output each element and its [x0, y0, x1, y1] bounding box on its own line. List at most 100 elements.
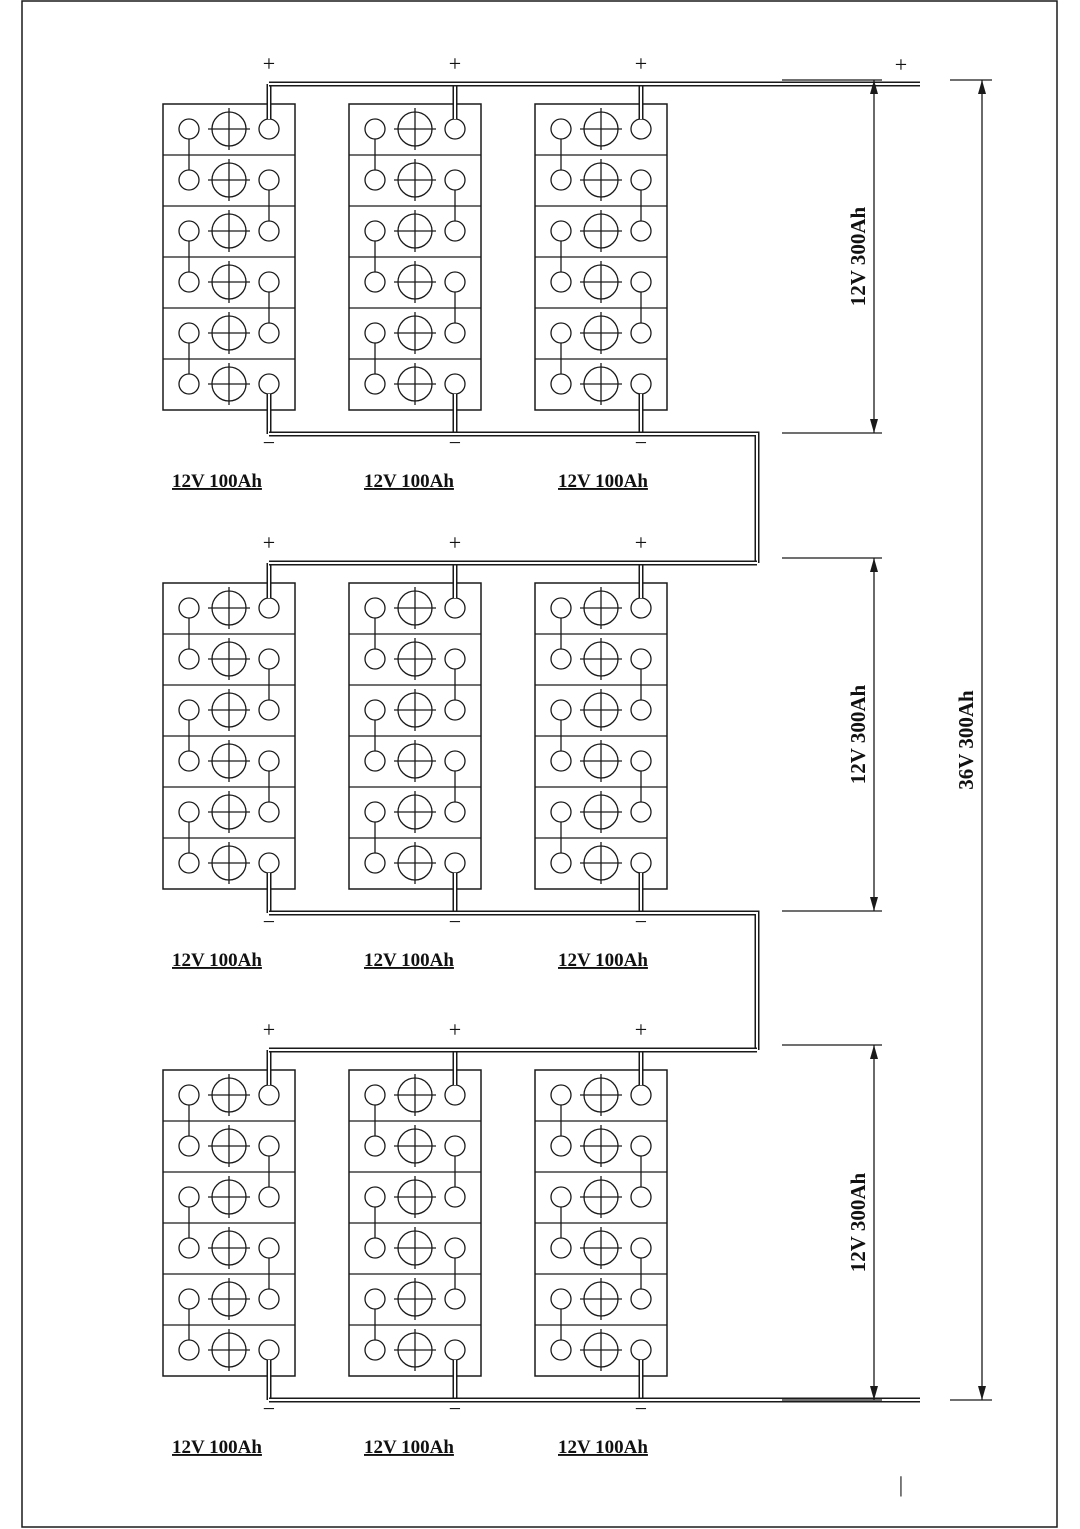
cell-terminal-left — [178, 597, 200, 619]
cell-terminal-right — [630, 1084, 652, 1106]
cell-terminal-right — [444, 852, 466, 874]
arrowhead-up — [978, 80, 986, 94]
cell-terminal-left — [178, 1084, 200, 1106]
cell-terminal-left — [550, 852, 572, 874]
cell-terminal-left — [364, 271, 386, 293]
arrowhead-up — [870, 558, 878, 572]
arrowhead-up — [870, 1045, 878, 1059]
battery-label: 12V 100Ah — [172, 471, 262, 492]
cell-terminal-left — [178, 1339, 200, 1361]
cell-terminal-left — [550, 1186, 572, 1208]
cell-terminal-left — [178, 1135, 200, 1157]
cell-terminal-right — [258, 169, 280, 191]
cell-terminal-right — [444, 322, 466, 344]
cell-terminal-right — [258, 852, 280, 874]
cell-terminal-right — [630, 322, 652, 344]
battery-12v-100ah — [162, 103, 296, 411]
positive-terminal-sign: + — [635, 1017, 647, 1042]
cell-terminal-left — [364, 699, 386, 721]
battery-12v-100ah — [348, 582, 482, 890]
battery-12v-100ah — [534, 582, 668, 890]
cell-terminal-left — [178, 1288, 200, 1310]
cell-terminal-right — [258, 1339, 280, 1361]
cell-terminal-left — [364, 118, 386, 140]
cell-terminal-left — [178, 220, 200, 242]
cell-terminal-right — [258, 699, 280, 721]
series-link — [269, 431, 760, 563]
arrowhead-down — [870, 419, 878, 433]
cell-terminal-right — [258, 1288, 280, 1310]
negative-terminal-sign: − — [635, 430, 647, 455]
cell-terminal-right — [630, 373, 652, 395]
bank-dimension-line — [870, 1045, 878, 1400]
positive-terminal-sign: + — [449, 1017, 461, 1042]
cell-terminal-left — [178, 699, 200, 721]
cell-terminal-left — [550, 220, 572, 242]
cell-terminal-left — [550, 322, 572, 344]
cell-terminal-left — [364, 1186, 386, 1208]
positive-terminal-sign: + — [449, 530, 461, 555]
cell-terminal-right — [258, 648, 280, 670]
battery-12v-100ah — [534, 103, 668, 411]
cell-terminal-left — [178, 750, 200, 772]
cell-terminal-right — [630, 220, 652, 242]
battery-label: 12V 100Ah — [172, 1437, 262, 1458]
batteries-layer — [162, 103, 668, 1377]
battery-12v-100ah — [162, 1069, 296, 1377]
battery-12v-100ah — [162, 582, 296, 890]
positive-terminal-sign: + — [635, 530, 647, 555]
battery-label: 12V 100Ah — [558, 1437, 648, 1458]
cell-terminal-left — [550, 118, 572, 140]
cell-terminal-right — [444, 373, 466, 395]
cell-terminal-right — [444, 1135, 466, 1157]
negative-terminal-sign: − — [449, 1396, 461, 1421]
cell-terminal-left — [550, 801, 572, 823]
cell-terminal-left — [178, 648, 200, 670]
cell-terminal-right — [258, 322, 280, 344]
cell-terminal-left — [550, 597, 572, 619]
cell-terminal-right — [258, 1135, 280, 1157]
cell-terminal-right — [444, 1288, 466, 1310]
cell-terminal-right — [444, 169, 466, 191]
cell-terminal-right — [630, 648, 652, 670]
negative-terminal-sign: − — [635, 1396, 647, 1421]
cell-terminal-right — [444, 220, 466, 242]
negative-terminal-sign: − — [449, 430, 461, 455]
cell-terminal-right — [444, 597, 466, 619]
cell-terminal-right — [258, 801, 280, 823]
battery-label: 12V 100Ah — [558, 471, 648, 492]
cell-terminal-left — [364, 169, 386, 191]
cell-terminal-left — [364, 373, 386, 395]
negative-terminal-sign: − — [635, 909, 647, 934]
cell-terminal-left — [178, 801, 200, 823]
cell-terminal-left — [550, 1339, 572, 1361]
battery-label: 12V 100Ah — [364, 1437, 454, 1458]
bank-voltage-label: 12V 300Ah — [846, 684, 870, 784]
cell-terminal-left — [550, 750, 572, 772]
total-voltage-label: 36V 300Ah — [954, 690, 978, 790]
page-border — [21, 0, 1058, 1528]
cell-terminal-right — [444, 118, 466, 140]
cell-terminal-left — [178, 852, 200, 874]
cell-terminal-left — [364, 1339, 386, 1361]
cell-terminal-left — [364, 1084, 386, 1106]
cell-terminal-right — [444, 1084, 466, 1106]
output-positive-sign: + — [895, 52, 907, 77]
cell-terminal-right — [630, 1339, 652, 1361]
cell-terminal-left — [550, 1084, 572, 1106]
cell-terminal-right — [630, 1135, 652, 1157]
cell-terminal-right — [630, 1237, 652, 1259]
cell-terminal-right — [630, 1186, 652, 1208]
cell-terminal-right — [630, 169, 652, 191]
cell-terminal-left — [364, 220, 386, 242]
positive-terminal-sign: + — [263, 1017, 275, 1042]
battery-label: 12V 100Ah — [364, 950, 454, 971]
output-negative-sign: | — [899, 1472, 903, 1497]
cell-terminal-left — [550, 1237, 572, 1259]
cell-terminal-left — [178, 1186, 200, 1208]
cell-terminal-right — [630, 1288, 652, 1310]
cell-terminal-left — [550, 373, 572, 395]
cell-terminal-left — [550, 1135, 572, 1157]
positive-terminal-sign: + — [635, 51, 647, 76]
arrowhead-down — [978, 1386, 986, 1400]
